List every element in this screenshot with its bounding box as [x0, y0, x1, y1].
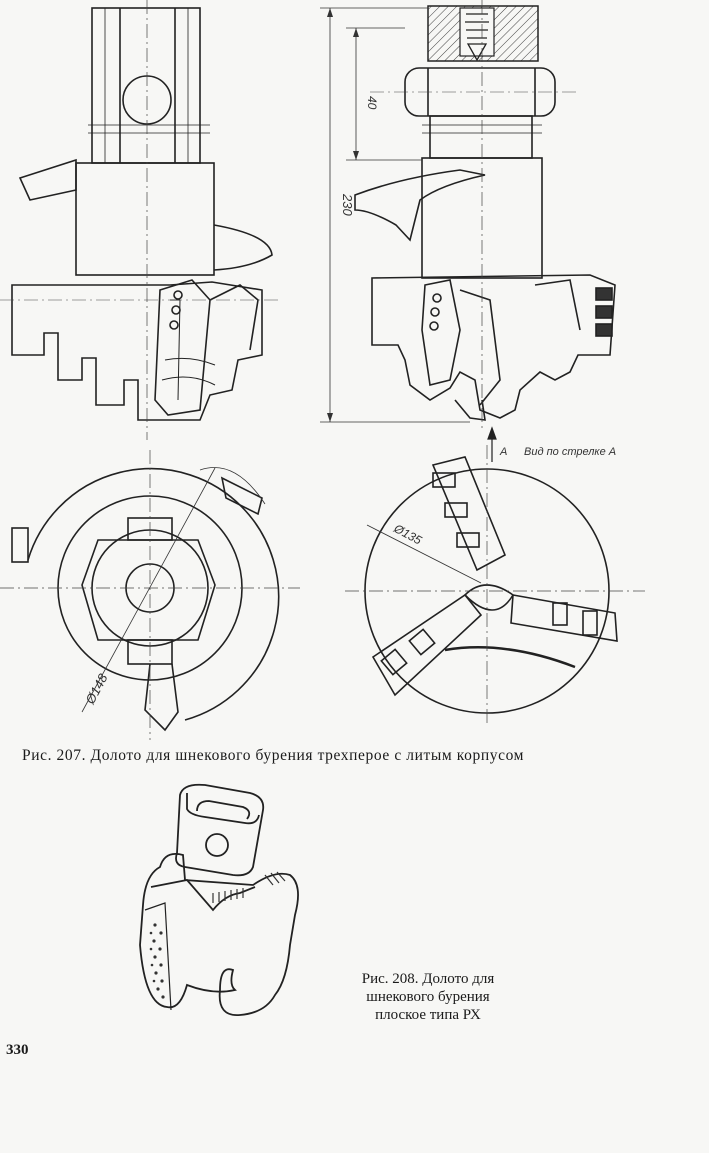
figure-208-caption-line-3: плоское типа РХ	[318, 1006, 538, 1024]
dimension-height-top: 40	[365, 96, 379, 110]
figure-207-side-view-left	[0, 0, 300, 440]
figure-207-plan-view-right: Ø135	[345, 445, 645, 725]
figure-207-plan-view-left: Ø148	[0, 450, 310, 740]
page-number: 330	[6, 1042, 29, 1059]
dimension-diameter-right: Ø135	[391, 521, 425, 548]
dimension-height-total: 230	[340, 193, 355, 216]
figure-207-side-view-right: 40 230 A Вид по стрелке А	[310, 0, 660, 470]
figure-207-caption: Рис. 207. Долото для шнекового бурения т…	[22, 747, 692, 765]
figure-208-caption-line-2: шнекового бурения	[318, 988, 538, 1006]
figure-208-caption: Рис. 208. Долото для шнекового бурения п…	[318, 970, 538, 1024]
figure-208-drawing	[125, 775, 315, 1025]
figure-208-caption-line-1: Рис. 208. Долото для	[318, 970, 538, 988]
dimension-diameter-left: Ø148	[82, 671, 111, 708]
